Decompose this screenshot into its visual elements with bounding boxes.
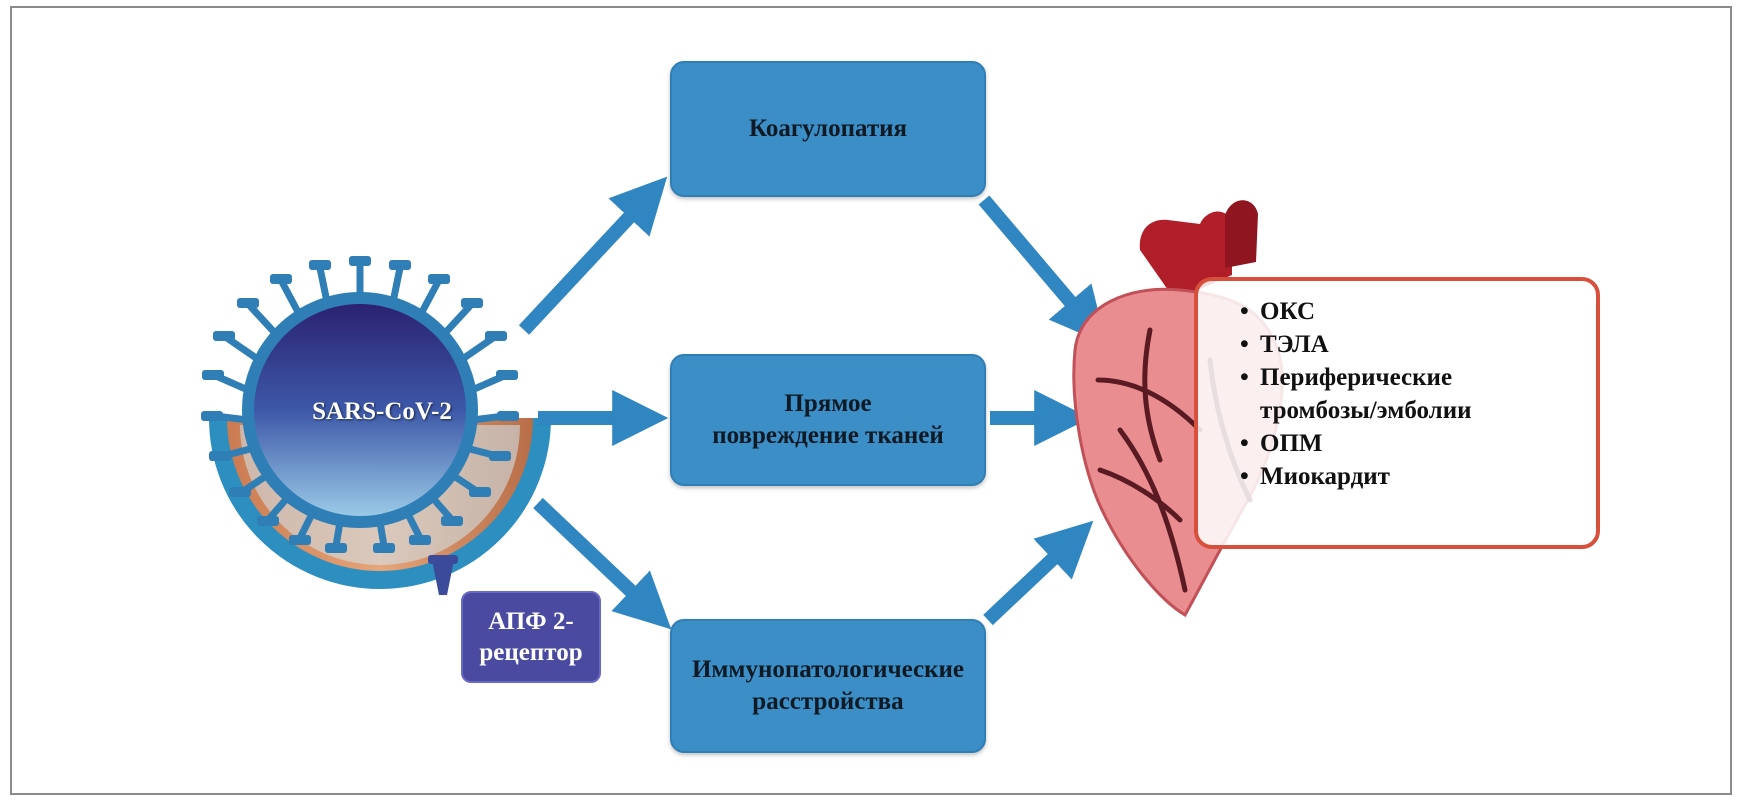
outcome-text: ОКС <box>1260 298 1315 325</box>
bullet: • <box>1240 427 1249 460</box>
ace2-receptor-line2: рецептор <box>479 637 582 668</box>
mechanism-label: Коагулопатия <box>749 113 907 146</box>
arrow-coagulopathy-to-heart <box>984 200 1090 325</box>
arrow-virus-to-coagulopathy <box>524 195 650 330</box>
ace2-receptor-line1: АПФ 2- <box>479 606 582 637</box>
bullet: • <box>1240 361 1249 394</box>
mechanism-box-direct-damage: Прямое повреждение тканей <box>670 354 986 486</box>
outcome-item: •ОКС <box>1260 295 1582 328</box>
outcome-text: ТЭЛА <box>1260 331 1329 358</box>
arrow-immune-to-heart <box>988 538 1075 620</box>
mechanism-box-coagulopathy: Коагулопатия <box>670 61 986 197</box>
outcome-item: •ТЭЛА <box>1260 328 1582 361</box>
bullet: • <box>1240 328 1249 361</box>
outcome-text: ОПМ <box>1260 430 1323 457</box>
bullet: • <box>1240 460 1249 493</box>
ace2-receptor-label: АПФ 2- рецептор <box>461 591 601 683</box>
outcome-item: •ОПМ <box>1260 427 1582 460</box>
outcome-text: Периферические <box>1260 364 1452 391</box>
mechanism-label-line2: расстройства <box>692 686 964 719</box>
outcome-text: Миокардит <box>1260 463 1390 490</box>
mechanism-box-immunopathology: Иммунопатологические расстройства <box>670 619 986 753</box>
mechanism-label-line1: Иммунопатологические <box>692 654 964 687</box>
mechanism-label-line1: Прямое <box>712 388 944 421</box>
outcome-text-line2: тромбозы/эмболии <box>1260 397 1472 424</box>
virus-label: SARS-CoV-2 <box>282 398 482 426</box>
bullet: • <box>1240 295 1249 328</box>
mechanism-label-line2: повреждение тканей <box>712 420 944 453</box>
outcome-item: •Миокардит <box>1260 460 1582 493</box>
